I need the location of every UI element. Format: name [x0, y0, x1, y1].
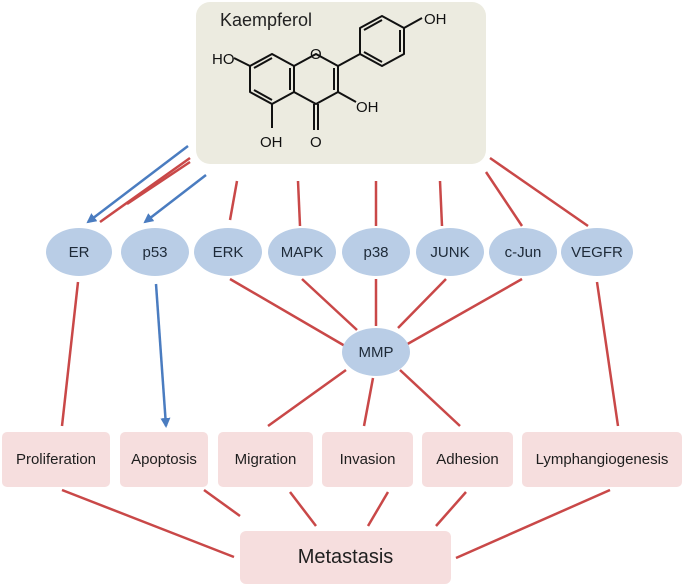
link-apoptosis-metastasis	[203, 488, 241, 518]
target-node-mapk: MAPK	[268, 228, 336, 276]
outcome-invasion: Invasion	[322, 432, 413, 487]
link-er-proliferation	[60, 281, 80, 427]
link-lymphangiogenesis-metastasis	[455, 488, 611, 560]
substituent-oh-bottom: OH	[260, 134, 283, 151]
kaempferol-compound-box: Kaempferol	[196, 2, 486, 164]
link-invasion-metastasis	[366, 491, 390, 527]
link-mapk-mmp	[301, 278, 358, 331]
target-node-p38: p38	[342, 228, 410, 276]
hub-node-mmp: MMP	[342, 328, 410, 376]
arrow-p53-apoptosis	[154, 283, 171, 428]
arrow-compound-p53	[143, 174, 207, 224]
link-vegfr-lymphangiogenesis	[595, 281, 620, 427]
kaempferol-structure-icon: OH HO O OH OH O	[212, 11, 447, 151]
link-mmp-invasion	[362, 377, 375, 427]
outcome-migration: Migration	[218, 432, 313, 487]
link-compound-er	[99, 156, 191, 224]
target-node-vegfr: VEGFR	[561, 228, 633, 276]
link-compound-erk	[228, 180, 239, 221]
link-mmp-adhesion	[399, 369, 461, 427]
link-junk-mmp	[397, 278, 447, 329]
link-compound-junk	[438, 180, 444, 227]
target-node-er: ER	[46, 228, 112, 276]
substituent-oh-right: OH	[356, 99, 379, 116]
link-erk-mmp	[229, 277, 346, 348]
link-compound-vegfr	[489, 156, 589, 228]
substituent-carbonyl-oxygen: O	[310, 134, 322, 151]
substituent-ring-oxygen: O	[310, 46, 322, 63]
link-compound-p53	[126, 160, 191, 206]
link-migration-metastasis	[289, 491, 317, 527]
target-node-c-jun: c-Jun	[489, 228, 557, 276]
substituent-ho-left: HO	[212, 51, 235, 68]
outcome-proliferation: Proliferation	[2, 432, 110, 487]
compound-name: Kaempferol	[220, 10, 313, 30]
outcome-apoptosis: Apoptosis	[120, 432, 208, 487]
outcome-adhesion: Adhesion	[422, 432, 513, 487]
link-proliferation-metastasis	[61, 488, 235, 559]
substituent-oh-top: OH	[424, 11, 447, 28]
target-node-erk: ERK	[194, 228, 262, 276]
link-compound-mapk	[296, 180, 302, 227]
endpoint-metastasis: Metastasis	[240, 531, 451, 584]
arrow-compound-er	[86, 145, 189, 224]
outcome-lymphangiogenesis: Lymphangiogenesis	[522, 432, 682, 487]
link-cjun-mmp	[403, 277, 523, 348]
target-node-junk: JUNK	[416, 228, 484, 276]
link-adhesion-metastasis	[435, 491, 467, 527]
link-mmp-migration	[267, 368, 347, 428]
target-node-p53: p53	[121, 228, 189, 276]
link-compound-cjun	[484, 171, 524, 227]
